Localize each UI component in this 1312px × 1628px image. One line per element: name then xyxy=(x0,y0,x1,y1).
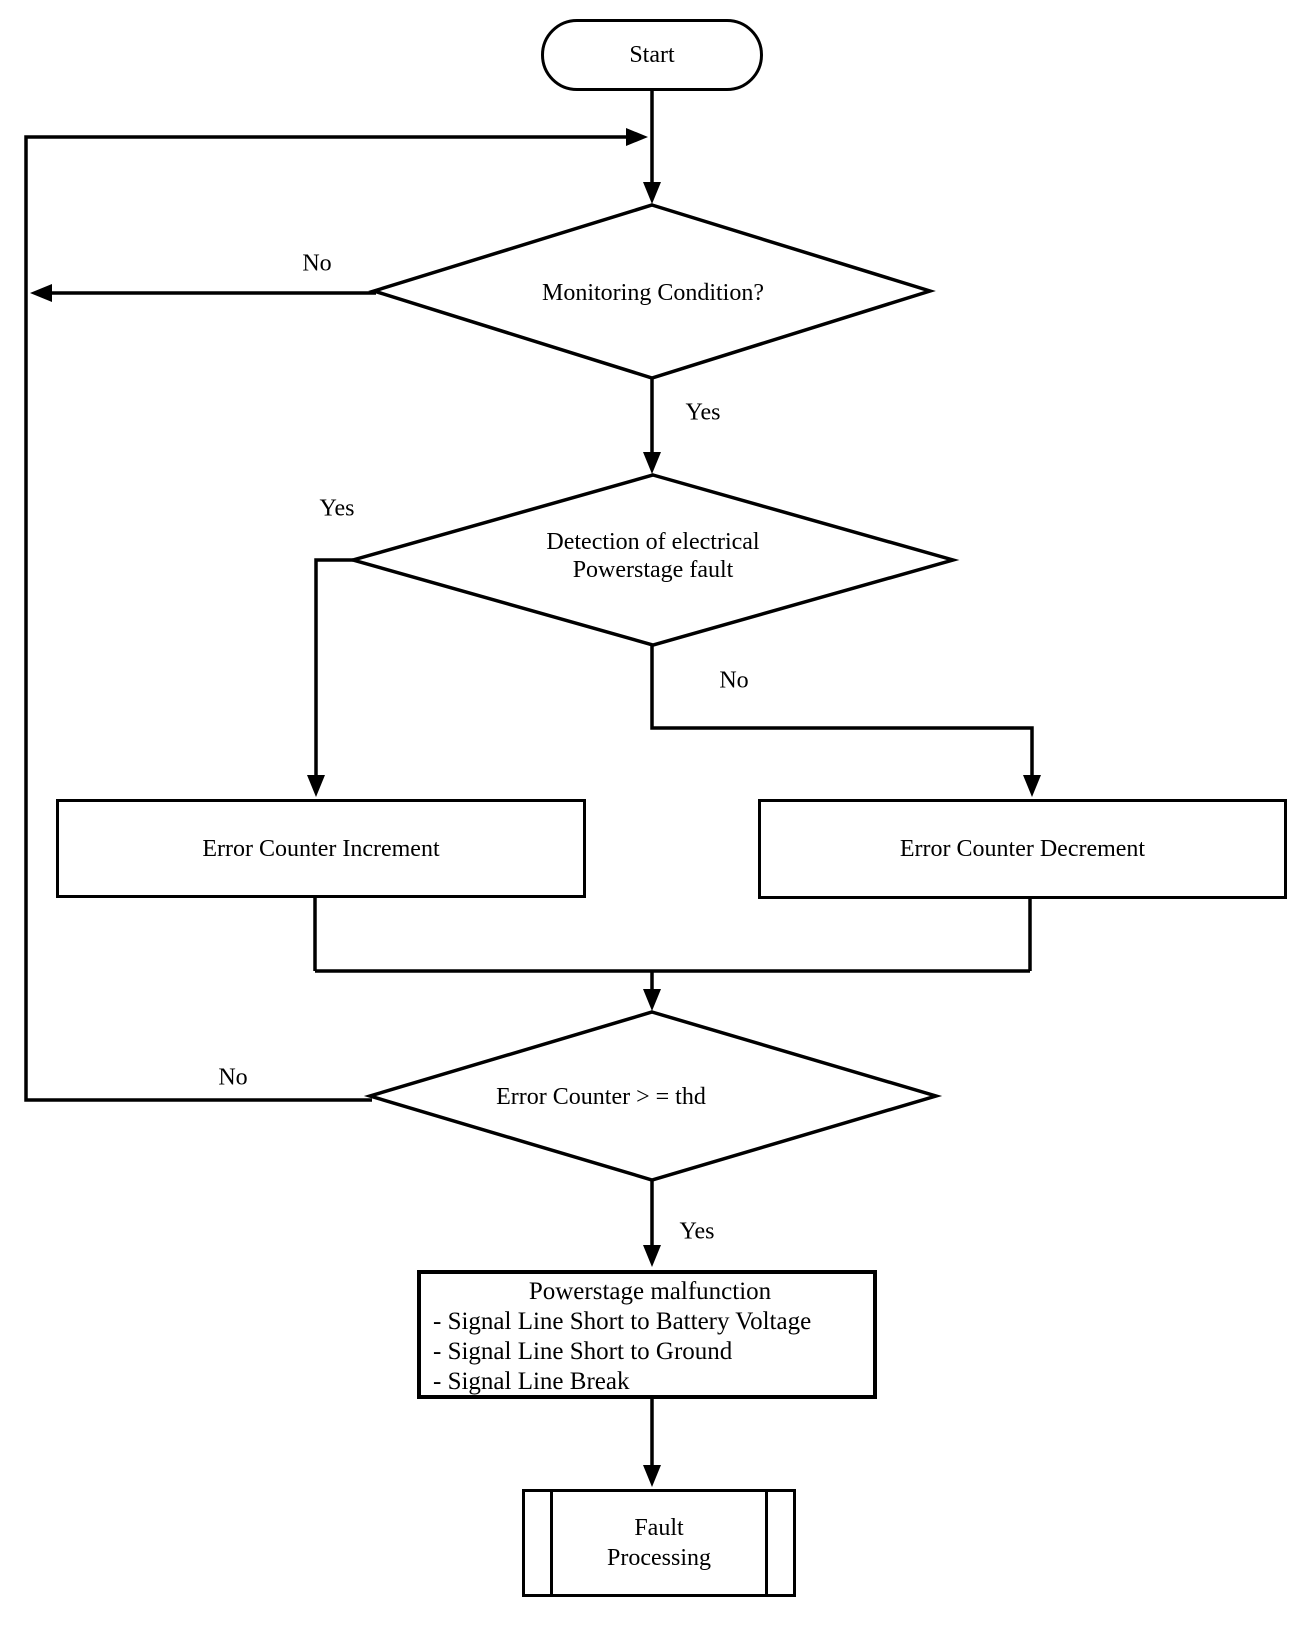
decision-threshold-shape xyxy=(363,1010,943,1182)
edge-detection-yes xyxy=(314,558,353,780)
decision-detection-label: Detection of electrical Powerstage fault xyxy=(546,528,759,584)
fault-processing-right-bar xyxy=(765,1492,768,1594)
start-label: Start xyxy=(629,42,675,68)
increment-label: Error Counter Increment xyxy=(202,835,440,862)
node-fault-processing: Fault Processing xyxy=(522,1489,796,1597)
decision-detection-label-line1: Detection of electrical xyxy=(546,529,760,555)
fault-processing-label-line2: Processing xyxy=(607,1545,711,1571)
decision-detection-label-line2: Powerstage fault xyxy=(572,557,734,583)
arrowhead-into-fault xyxy=(643,1465,661,1487)
edge-label-threshold-yes: Yes xyxy=(679,1218,715,1245)
node-error-counter-increment: Error Counter Increment xyxy=(56,799,586,898)
edge-label-threshold-no: No xyxy=(218,1064,248,1091)
node-powerstage-malfunction: Powerstage malfunction - Signal Line Sho… xyxy=(417,1270,877,1399)
edge-detection-no xyxy=(650,645,1034,780)
malfunction-item-break: - Signal Line Break xyxy=(433,1368,630,1395)
fault-processing-label: Fault Processing xyxy=(607,1513,711,1573)
decrement-label: Error Counter Decrement xyxy=(899,836,1146,862)
arrowhead-into-detection xyxy=(643,452,661,474)
decision-threshold-label: Error Counter > = thd xyxy=(496,1084,706,1110)
fault-processing-left-bar xyxy=(550,1492,553,1594)
arrowhead-into-decrement xyxy=(1023,775,1041,797)
arrowhead-into-main-line xyxy=(626,128,648,146)
fault-processing-label-line1: Fault xyxy=(634,1515,684,1541)
decision-monitoring-label: Monitoring Condition? xyxy=(542,280,764,306)
node-error-counter-decrement: Error Counter Decrement xyxy=(758,799,1287,899)
edge-label-monitoring-no: No xyxy=(302,250,332,277)
malfunction-item-ground: - Signal Line Short to Ground xyxy=(433,1338,733,1365)
edge-label-detection-no: No xyxy=(719,667,749,694)
arrowhead-into-threshold xyxy=(643,989,661,1011)
malfunction-item-battery: - Signal Line Short to Battery Voltage xyxy=(433,1308,812,1335)
edge-threshold-no-loop xyxy=(24,135,628,1102)
edge-label-monitoring-yes: Yes xyxy=(685,399,721,426)
arrowhead-into-rail xyxy=(30,284,52,302)
decision-monitoring-shape xyxy=(368,203,936,380)
arrowhead-into-monitoring xyxy=(643,182,661,204)
decision-detection-shape xyxy=(346,473,960,647)
edge-label-detection-yes: Yes xyxy=(319,495,355,522)
arrowhead-into-increment xyxy=(307,775,325,797)
malfunction-title: Powerstage malfunction xyxy=(528,1278,772,1305)
node-start: Start xyxy=(541,19,763,91)
arrowhead-into-malfunction xyxy=(643,1245,661,1267)
